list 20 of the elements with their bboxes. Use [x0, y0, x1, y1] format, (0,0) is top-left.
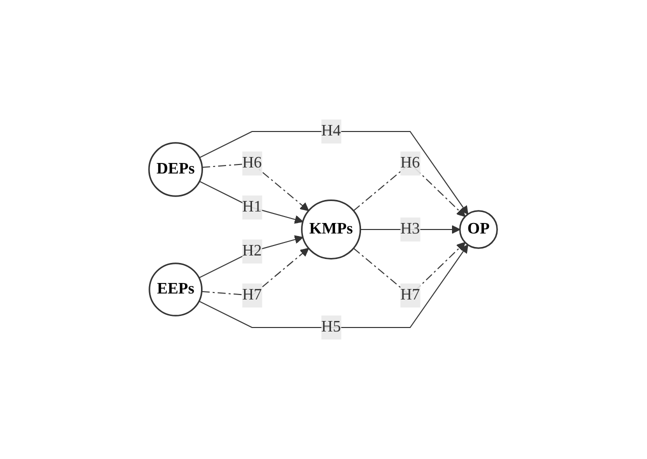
arrow — [202, 248, 310, 296]
edge-label: H5 — [322, 318, 342, 336]
arrow — [199, 235, 304, 278]
node-circle: DEPs — [148, 142, 204, 197]
edge-label: H1 — [242, 198, 262, 216]
node-circle: EEPs — [149, 262, 203, 316]
arrow — [199, 180, 304, 224]
arrow — [199, 131, 469, 215]
edge-label: H6 — [242, 154, 262, 172]
edge-label: H2 — [242, 242, 262, 260]
edge-label: H7 — [242, 286, 262, 304]
arrow — [360, 225, 461, 234]
edge-label: H4 — [322, 122, 342, 140]
arrow — [202, 162, 310, 212]
node-circle: KMPs — [301, 199, 362, 260]
arrow — [199, 244, 469, 328]
edge-label: H3 — [400, 220, 420, 238]
edge-label: H7 — [400, 286, 420, 304]
node-circle: OP — [460, 210, 498, 249]
edge-label: H6 — [400, 154, 420, 172]
